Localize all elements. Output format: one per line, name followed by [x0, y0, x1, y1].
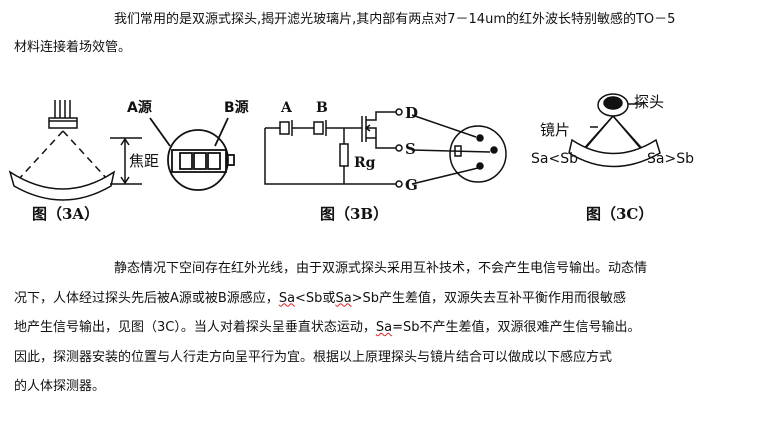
terminal-g — [395, 180, 403, 188]
figure-3c-diagram — [568, 93, 661, 168]
principle-line-4: 因此，探测器安装的位置与人行走方向呈平行为宜。根据以上原理探头与镜片结合可以做成… — [14, 349, 613, 365]
sensor-body-icon — [48, 117, 78, 129]
principle-line-3-b: =Sb不产生差值，双源很难产生信号输出。 — [392, 320, 641, 335]
lens-arc — [568, 138, 661, 168]
sa-less-sb-label: Sa<Sb — [531, 151, 578, 167]
intro-paragraph: 我们常用的是双源式探头,揭开滤光玻璃片,其内部有两点对7－14um的红外波长特别… — [14, 6, 744, 62]
sa-greater-sb-label: Sa>Sb — [647, 151, 694, 167]
figure-panel: 焦距 A源 B源 — [8, 93, 694, 201]
principle-line-1: 静态情况下空间存在红外光线，由于双源式探头采用互补技术，不会产生电信号输出。动态… — [114, 261, 648, 276]
principle-line-2-b: <Sb或 — [295, 290, 336, 306]
lens-arc — [8, 170, 116, 201]
principle-line-5: 的人体探测器。 — [14, 379, 106, 394]
sa-term: Sa — [278, 290, 296, 306]
sensor-pin-layout — [449, 125, 507, 183]
source-a-label: A源 — [127, 99, 152, 116]
principle-line-2: 况下，人体经过探头先后被A源或被B源感应，Sa<Sb或Sa>Sb产生差值，双源失… — [14, 284, 744, 314]
sensor-top-view — [149, 117, 235, 191]
terminal-label-g: G — [405, 176, 418, 194]
figure-3b-caption: 图（3B） — [320, 205, 389, 223]
sa-term: Sa — [335, 290, 352, 306]
principle-paragraph: 静态情况下空间存在红外光线，由于双源式探头采用互补技术，不会产生电信号输出。动态… — [14, 254, 744, 402]
terminal-d — [395, 108, 403, 116]
circuit-label-b: B — [316, 100, 328, 116]
sensor-pins-icon — [54, 100, 71, 118]
source-a-element — [279, 121, 290, 135]
terminal-label-d: D — [405, 104, 418, 122]
principle-line-3-a: 地产生信号输出，见图（3C）。当人对着探头呈垂直状态运动， — [14, 320, 376, 335]
terminal-s — [395, 144, 403, 152]
resistor-rg — [339, 143, 349, 167]
circuit-label-rg: Rg — [354, 155, 376, 171]
terminal-label-s: S — [405, 140, 416, 158]
figure-3b-circuit — [264, 108, 507, 188]
lens-label: 镜片 — [540, 121, 570, 139]
field-of-view-lines — [17, 130, 109, 181]
source-b-label: B源 — [224, 99, 249, 116]
figure-3a-caption: 图（3A） — [32, 205, 100, 223]
figure-3c-caption: 图（3C） — [586, 205, 654, 223]
focal-length-label: 焦距 — [129, 152, 159, 170]
figure-3a-diagram — [8, 100, 142, 201]
principle-line-2-a: 况下，人体经过探头先后被A源或被B源感应， — [14, 290, 279, 306]
intro-line-2: 材料连接着场效管。 — [14, 40, 132, 55]
principle-line-2-c: >Sb产生差值，双源失去互补平衡作用而很敏感 — [351, 290, 627, 306]
principle-line-3: 地产生信号输出，见图（3C）。当人对着探头呈垂直状态运动，Sa=Sb不产生差值，… — [14, 313, 744, 343]
intro-line-1: 我们常用的是双源式探头,揭开滤光玻璃片,其内部有两点对7－14um的红外波长特别… — [114, 12, 676, 27]
probe-label: 探头 — [634, 93, 664, 111]
circuit-label-a: A — [280, 100, 293, 116]
sa-term: Sa — [375, 320, 393, 335]
source-b-element — [313, 121, 324, 135]
